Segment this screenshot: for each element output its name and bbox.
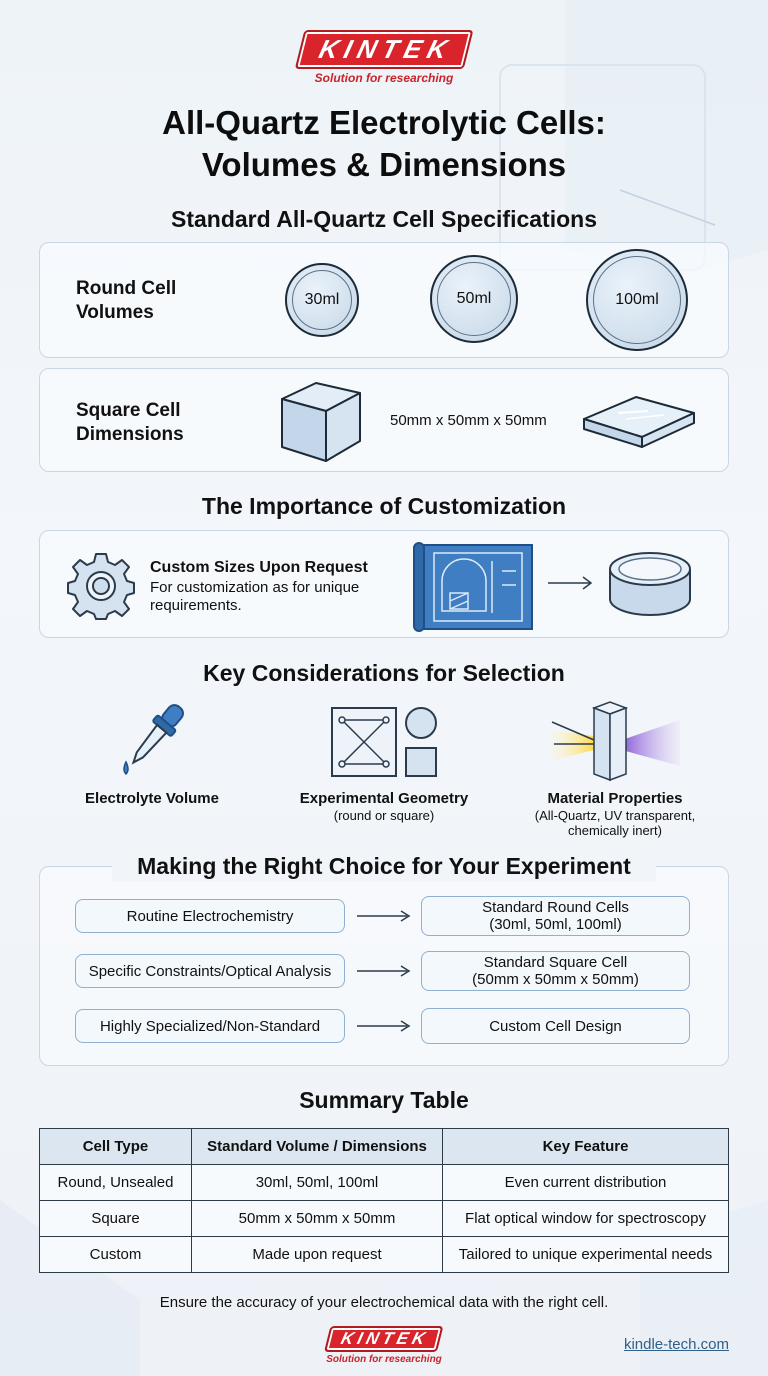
custom-sizes-title: Custom Sizes Upon Request	[150, 559, 368, 576]
square-cell-dimension: 50mm x 50mm x 50mm	[390, 412, 547, 429]
table-row: Custom Made upon request Tailored to uni…	[39, 1236, 729, 1273]
square-cell-label: Square Cell Dimensions	[76, 400, 184, 445]
brand-name-bottom: KINTEK	[324, 1326, 444, 1352]
round-cell-label: Round Cell Volumes	[76, 278, 177, 323]
brand-tagline-bottom: Solution for researching	[326, 1354, 442, 1365]
page-title: All-Quartz Electrolytic Cells: Volumes &…	[0, 102, 768, 186]
choice-heading: Making the Right Choice for Your Experim…	[137, 853, 631, 879]
title-line-2: Volumes & Dimensions	[201, 146, 567, 183]
geometry-icon	[331, 707, 437, 777]
consideration-material-properties: Material Properties	[547, 790, 683, 807]
choice-result-square: Standard Square Cell(50mm x 50mm x 50mm)	[421, 951, 690, 991]
customization-card: Custom Sizes Upon Request For customizat…	[39, 530, 729, 638]
choice-arrow-3	[357, 1020, 411, 1032]
table-row: Square 50mm x 50mm x 50mm Flat optical w…	[39, 1200, 729, 1237]
choice-need-specialized: Highly Specialized/Non-Standard	[75, 1009, 345, 1043]
brand-name: KINTEK	[294, 30, 474, 69]
round-cell-30ml: 30ml	[285, 263, 359, 337]
table-row: Round, Unsealed 30ml, 50ml, 100ml Even c…	[39, 1164, 729, 1201]
geometry-note: (round or square)	[333, 808, 435, 823]
gear-icon	[67, 553, 135, 620]
considerations-heading: Key Considerations for Selection	[203, 660, 565, 686]
cube-icon	[281, 382, 361, 462]
column-header: Cell Type	[39, 1128, 192, 1165]
table-cell: Flat optical window for spectroscopy	[442, 1200, 729, 1237]
table-cell: Custom	[39, 1236, 192, 1273]
table-cell: Made upon request	[191, 1236, 443, 1273]
consideration-experimental-geometry: Experimental Geometry	[299, 790, 469, 807]
uv-light-cell-icon	[551, 701, 680, 782]
table-cell: Round, Unsealed	[39, 1164, 192, 1201]
summary-header-row: Cell Type Standard Volume / Dimensions K…	[39, 1128, 729, 1165]
choice-arrow-1	[357, 910, 411, 922]
footer-tagline: Ensure the accuracy of your electrochemi…	[159, 1294, 609, 1311]
custom-round-cell-icon	[609, 552, 691, 616]
material-note: (All-Quartz, UV transparent, chemically …	[534, 808, 696, 838]
website-link[interactable]: kindle-tech.com	[623, 1336, 729, 1353]
table-cell: 50mm x 50mm x 50mm	[191, 1200, 443, 1237]
choice-need-optical: Specific Constraints/Optical Analysis	[75, 954, 345, 988]
custom-sizes-description: For customization as for unique requirem…	[150, 579, 360, 614]
table-cell: Even current distribution	[442, 1164, 729, 1201]
square-cell-card: Square Cell Dimensions 50mm x 50mm x 50m…	[39, 368, 729, 472]
arrow-right-icon	[548, 576, 593, 590]
brand-tagline: Solution for researching	[314, 71, 454, 85]
flat-window-cell-icon	[583, 396, 695, 448]
choice-need-routine: Routine Electrochemistry	[75, 899, 345, 933]
title-line-1: All-Quartz Electrolytic Cells:	[162, 104, 606, 141]
summary-table: Cell Type Standard Volume / Dimensions K…	[39, 1128, 729, 1273]
choice-arrow-2	[357, 965, 411, 977]
blueprint-icon	[413, 542, 533, 632]
table-cell: 30ml, 50ml, 100ml	[191, 1164, 443, 1201]
round-cell-100ml: 100ml	[586, 249, 688, 351]
column-header: Key Feature	[442, 1128, 729, 1165]
column-header: Standard Volume / Dimensions	[191, 1128, 443, 1165]
summary-heading: Summary Table	[299, 1087, 469, 1113]
dropper-icon	[123, 704, 184, 776]
choice-heading-backdrop	[112, 852, 656, 882]
specs-heading: Standard All-Quartz Cell Specifications	[170, 206, 597, 232]
brand-logo-bottom: KINTEK Solution for researching	[324, 1326, 444, 1365]
table-cell: Tailored to unique experimental needs	[442, 1236, 729, 1273]
consideration-electrolyte-volume: Electrolyte Volume	[85, 790, 219, 807]
brand-logo-top: KINTEK Solution for researching	[294, 30, 474, 85]
round-cell-card: Round Cell Volumes 30ml 50ml 100ml	[39, 242, 729, 358]
choice-result-custom: Custom Cell Design	[421, 1008, 690, 1044]
round-cell-50ml: 50ml	[430, 255, 518, 343]
table-cell: Square	[39, 1200, 192, 1237]
customization-heading: The Importance of Customization	[201, 493, 567, 519]
choice-result-round: Standard Round Cells(30ml, 50ml, 100ml)	[421, 896, 690, 936]
